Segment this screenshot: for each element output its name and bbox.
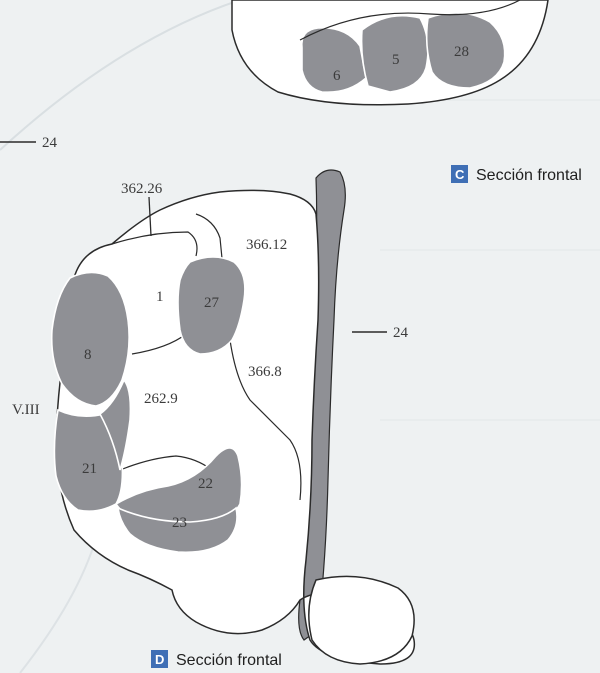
- label-262-9: 262.9: [144, 391, 178, 407]
- label-1: 1: [156, 289, 164, 305]
- badge-c-letter: C: [455, 167, 465, 182]
- caption-d: Sección frontal: [176, 652, 282, 669]
- label-24-c: 24: [42, 135, 58, 151]
- label-28: 28: [454, 44, 469, 60]
- badge-d-letter: D: [155, 652, 164, 667]
- label-6: 6: [333, 68, 341, 84]
- label-366-8: 366.8: [248, 364, 282, 380]
- label-362-26: 362.26: [121, 181, 163, 197]
- label-8: 8: [84, 347, 92, 363]
- label-366-12: 366.12: [246, 237, 287, 253]
- label-v-iii: V.III: [12, 402, 40, 418]
- label-27: 27: [204, 295, 220, 311]
- bottom-lobe: [309, 576, 414, 664]
- label-5: 5: [392, 52, 400, 68]
- label-24-d: 24: [393, 325, 409, 341]
- label-23: 23: [172, 515, 187, 531]
- label-22: 22: [198, 476, 213, 492]
- label-21: 21: [82, 461, 97, 477]
- caption-c: Sección frontal: [476, 167, 582, 184]
- region-8: [52, 272, 129, 406]
